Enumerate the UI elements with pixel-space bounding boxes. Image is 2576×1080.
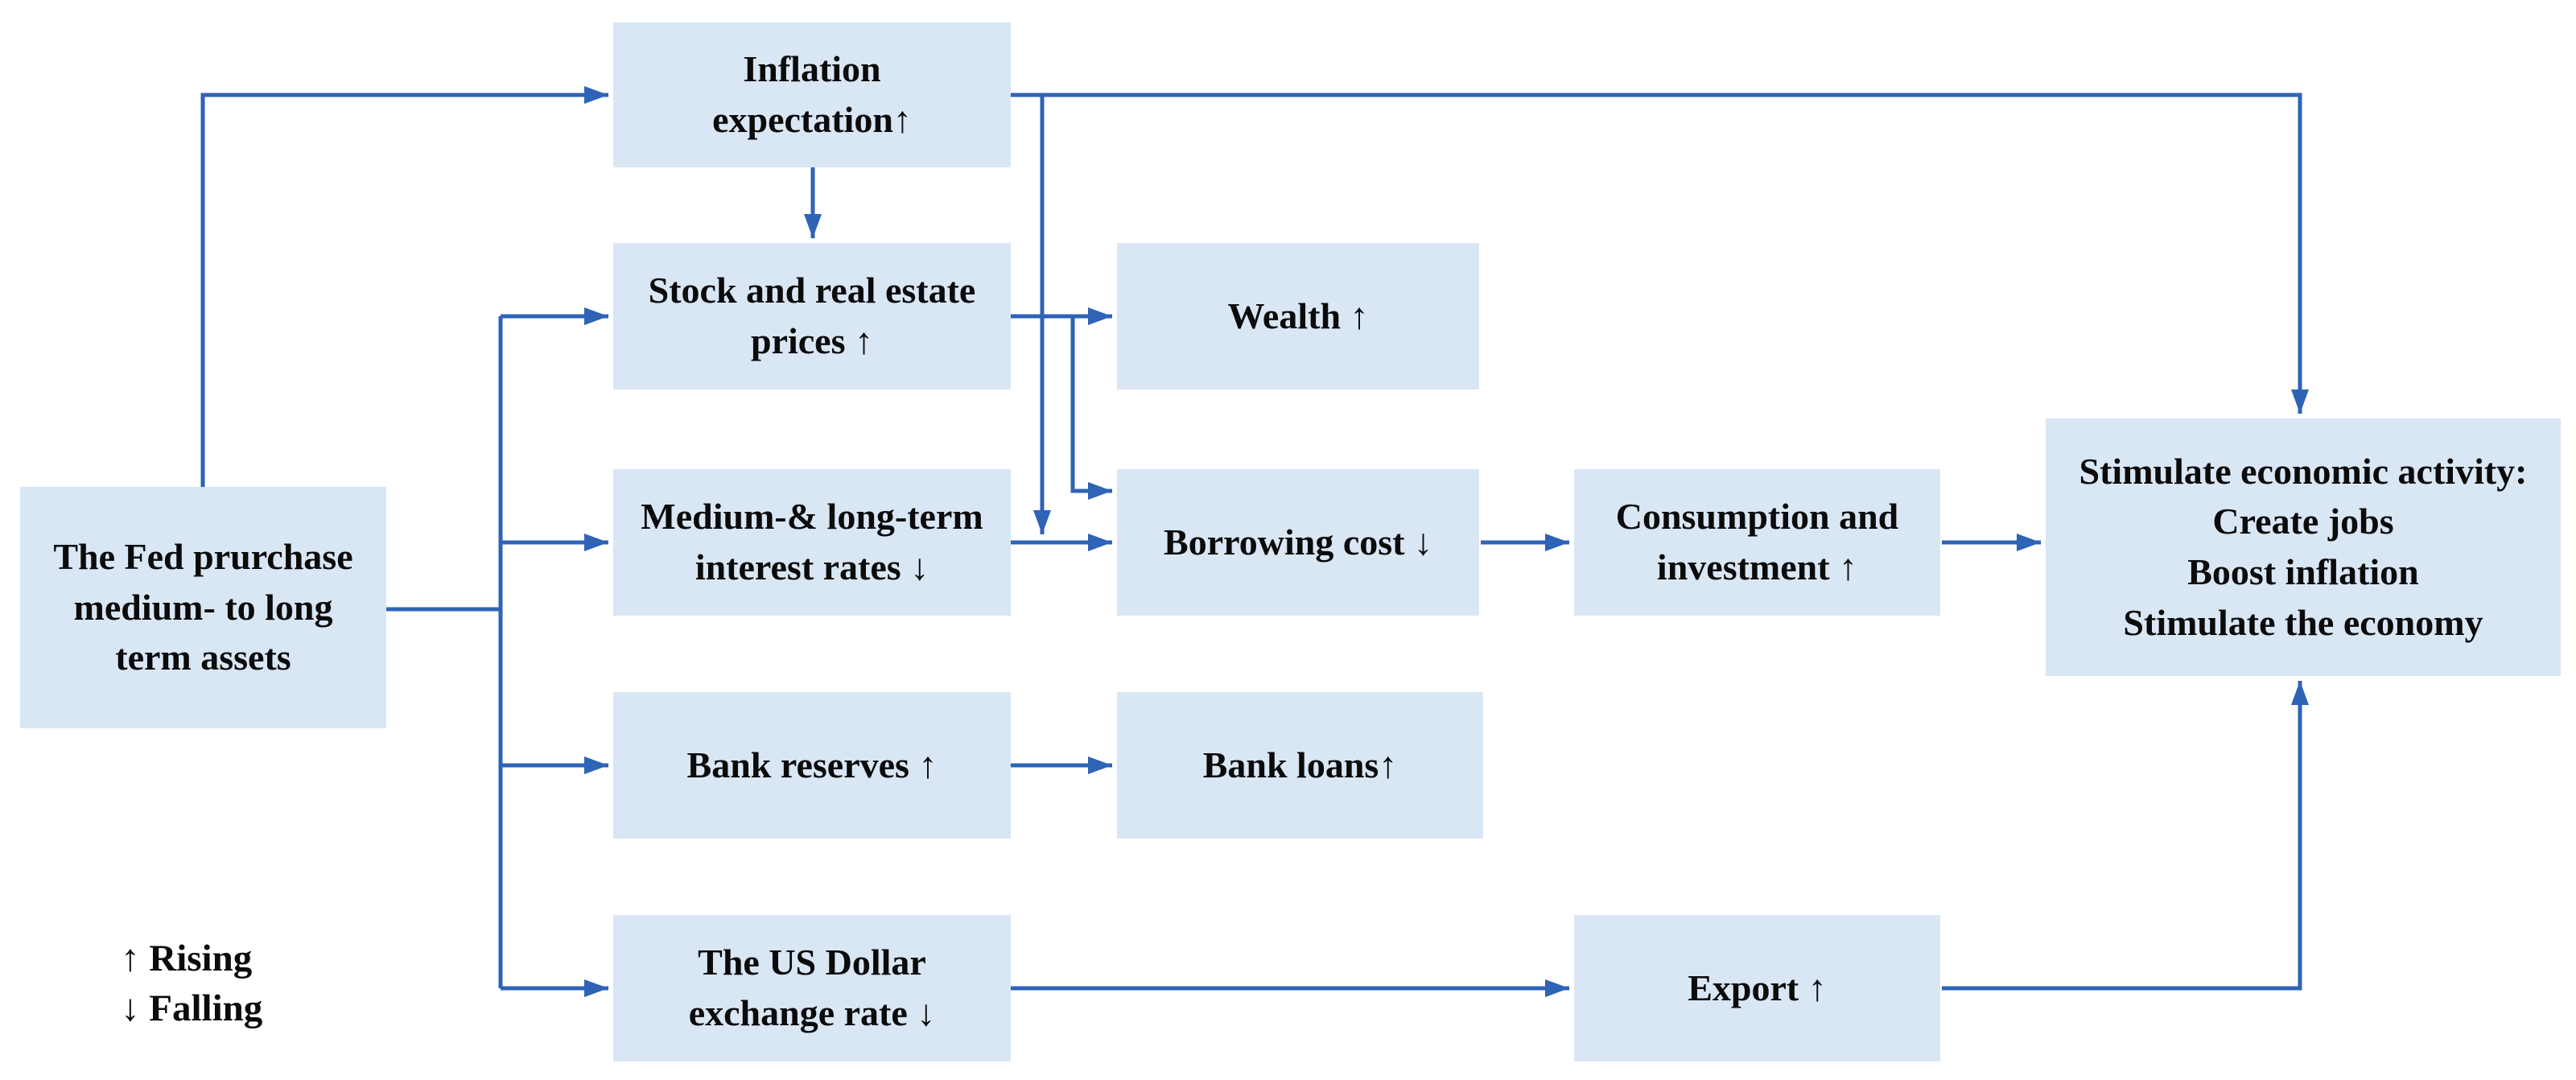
- flow-node-bank-reserves: Bank reserves ↑: [613, 692, 1011, 839]
- flow-node-line: medium- to long: [73, 586, 333, 628]
- flow-node-line: Consumption and: [1615, 496, 1899, 538]
- flow-node-line: Export ↑: [1688, 967, 1827, 1008]
- flow-node-line: The US Dollar: [698, 942, 926, 983]
- edge-fed-to-inflation: [200, 86, 608, 487]
- flow-node-line: Stimulate the economy: [2123, 601, 2483, 643]
- flow-node-line: exchange rate ↓: [688, 992, 936, 1033]
- flow-node-line: expectation↑: [712, 99, 912, 140]
- flow-node-line: Stimulate economic activity:: [2079, 450, 2528, 492]
- legend-falling: ↓ Falling: [121, 987, 263, 1030]
- legend: ↑ Rising ↓ Falling: [121, 934, 262, 1033]
- flow-node-line: Bank loans↑: [1202, 744, 1398, 785]
- flow-node-fed: The Fed prurchase medium- to long term ass…: [20, 487, 386, 728]
- flow-node-consumption-investment: Consumption and investment ↑: [1574, 469, 1940, 616]
- flow-node-interest-rates: Medium-& long-term interest rates ↓: [613, 469, 1011, 616]
- flow-node-inflation-expectation: Inflation expectation↑: [613, 23, 1011, 167]
- flow-node-line: Borrowing cost ↓: [1164, 521, 1432, 563]
- edge-export-to-stimulate: [1942, 681, 2309, 991]
- flow-node-line: The Fed prurchase: [53, 536, 353, 578]
- flow-node-usd-exchange-rate: The US Dollar exchange rate ↓: [613, 915, 1011, 1061]
- edge-inflation-to-stimulate: [1011, 93, 2309, 414]
- flow-node-line: Create jobs: [2212, 501, 2394, 542]
- flow-node-line: investment ↑: [1656, 546, 1858, 587]
- flow-node-line: prices ↑: [750, 320, 873, 361]
- flow-node-wealth: Wealth ↑: [1117, 243, 1479, 390]
- flow-node-line: Stock and real estate: [648, 270, 976, 311]
- flow-node-stock-real-estate: Stock and real estate prices ↑: [613, 243, 1011, 390]
- flow-node-line: Inflation: [743, 48, 881, 90]
- legend-rising: ↑ Rising: [121, 938, 253, 979]
- flow-node-bank-loans: Bank loans↑: [1117, 692, 1483, 839]
- flow-node-line: Medium-& long-term: [641, 496, 983, 538]
- flow-node-line: term assets: [115, 637, 291, 678]
- flow-node-line: Wealth ↑: [1227, 295, 1369, 336]
- flow-node-line: Bank reserves ↑: [686, 744, 938, 785]
- flow-node-borrowing-cost: Borrowing cost ↓: [1117, 469, 1479, 616]
- flow-node-line: interest rates ↓: [694, 546, 929, 587]
- edge-stock-branch-to-borrowing: [1070, 316, 1112, 500]
- flow-node-line: Boost inflation: [2187, 551, 2419, 592]
- flow-node-export: Export ↑: [1574, 915, 1940, 1061]
